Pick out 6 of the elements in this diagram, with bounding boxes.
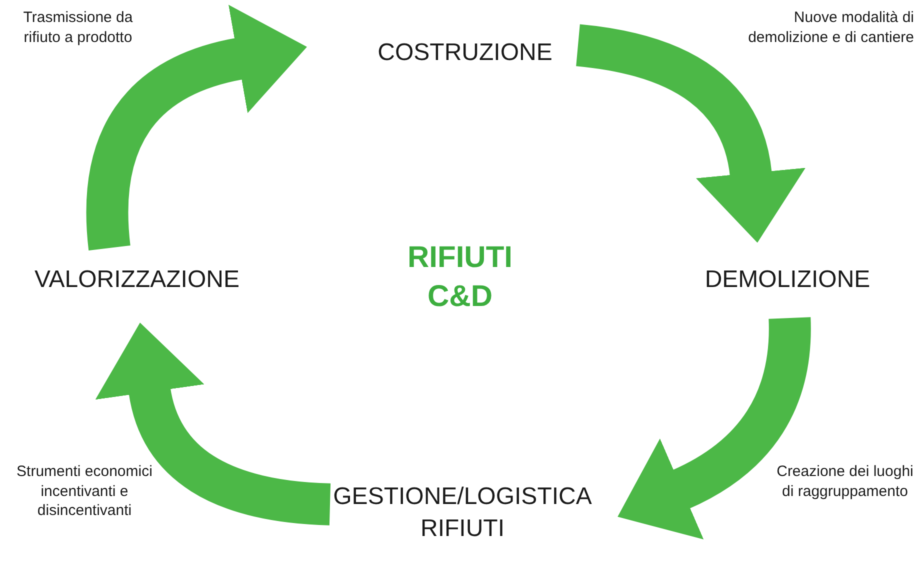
stage-label: GESTIONE/LOGISTICA RIFIUTI (330, 470, 595, 556)
center-title: RIFIUTI C&D (406, 240, 514, 315)
stage-label: VALORIZZAZIONE (12, 250, 262, 310)
edge-label: Creazione dei luoghi di raggruppamento (775, 462, 915, 501)
stage-label: COSTRUZIONE (355, 25, 575, 81)
stage-label: DEMOLIZIONE (680, 250, 895, 310)
